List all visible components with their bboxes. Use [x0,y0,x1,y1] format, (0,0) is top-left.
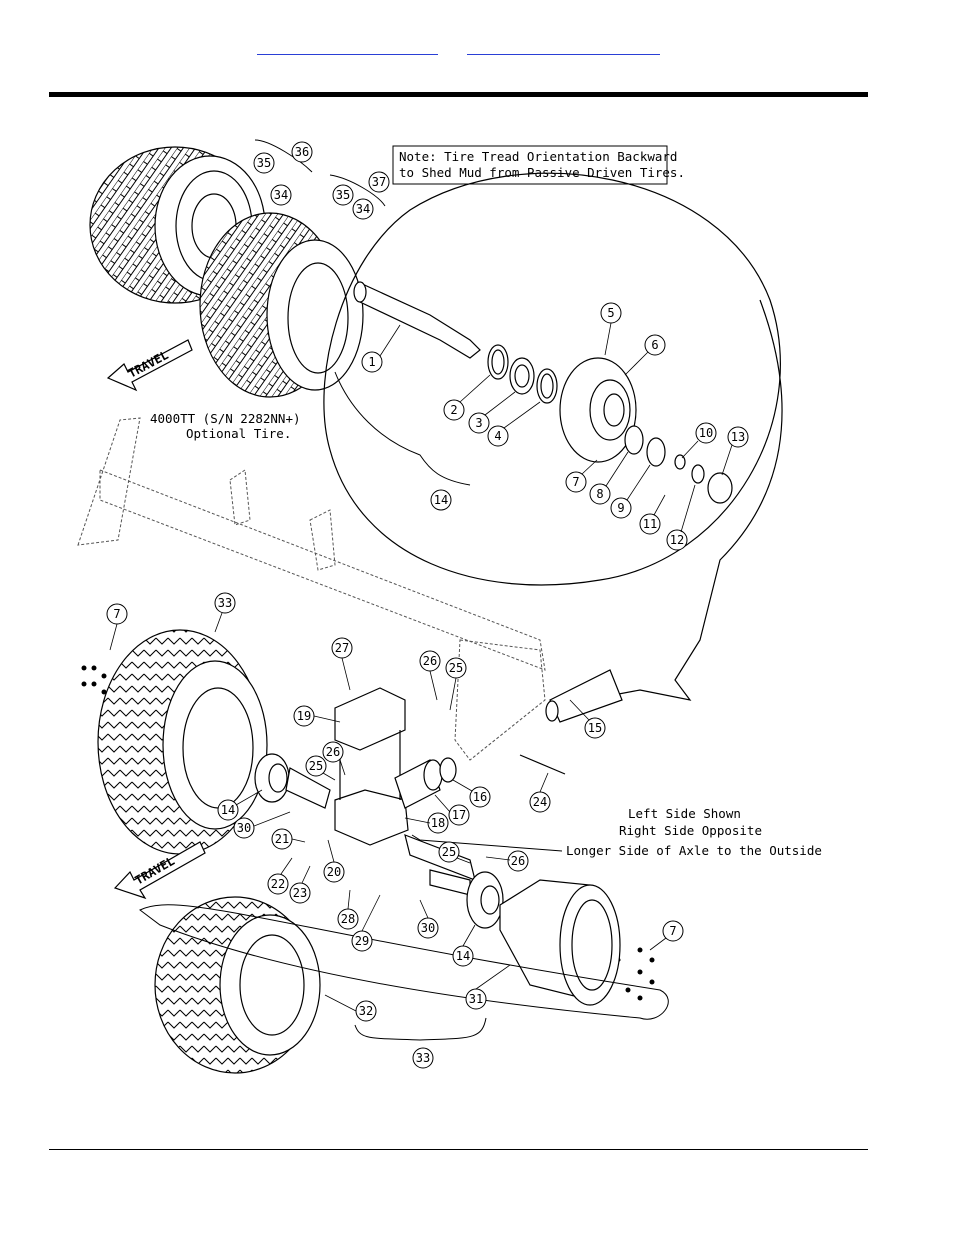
callout-5: 5 [607,306,614,320]
bearing-9 [646,437,666,467]
callout-36: 36 [295,145,309,159]
callout-34a: 34 [274,188,288,202]
clamp-19 [334,687,406,751]
optional-tire-line2: Optional Tire. [186,426,291,441]
callout-1: 1 [368,355,375,369]
callout-28: 28 [341,912,355,926]
note-line1: Note: Tire Tread Orientation Backward [399,149,677,164]
brace-37 [329,174,386,207]
callout-14b: 14 [221,803,235,817]
callout-7c: 7 [669,924,676,938]
note-box: Note: Tire Tread Orientation Backward to… [392,145,685,185]
callout-18: 18 [431,816,445,830]
brace-33-lower [354,1017,487,1041]
hub-6 [559,357,637,463]
callout-4: 4 [494,429,501,443]
side-note-line1: Left Side Shown [628,806,741,821]
callout-32: 32 [359,1004,373,1018]
callout-12: 12 [670,533,684,547]
callout-37: 37 [372,175,386,189]
callout-19: 19 [297,709,311,723]
side-note-line2: Right Side Opposite [619,823,762,838]
seal-2 [487,344,509,380]
footer-rule [49,1149,868,1150]
callout-35a: 35 [257,156,271,170]
callout-27: 27 [335,641,349,655]
callout-35b: 35 [336,188,350,202]
callout-3: 3 [475,416,482,430]
axle-frame [77,417,546,761]
hub-14-right [466,871,504,929]
travel-arrow-upper: TRAVEL [106,339,193,392]
callout-26b: 26 [326,745,340,759]
bearing-3 [509,357,535,395]
mount-18 [334,730,409,846]
callout-11: 11 [643,517,657,531]
callout-16: 16 [473,790,487,804]
side-note-leader [411,834,563,852]
callout-14a: 14 [434,493,448,507]
nav-link-left[interactable] [257,40,438,55]
brace-14-detail [334,371,471,486]
callout-7a: 7 [572,475,579,489]
callout-23: 23 [293,886,307,900]
callout-30b: 30 [421,921,435,935]
callout-29: 29 [355,934,369,948]
spindle [353,281,481,359]
washer-10 [674,454,686,470]
callout-25a: 25 [449,661,463,675]
bushing-17 [394,759,443,809]
axle-lower [404,834,476,896]
callout-31: 31 [469,992,483,1006]
callout-34b: 34 [356,202,370,216]
header-rule [49,92,868,97]
callout-26a: 26 [423,654,437,668]
callout-9: 9 [617,501,624,515]
optional-tire-line1: 4000TT (S/N 2282NN+) [150,411,301,426]
axle-15 [545,669,623,723]
note-line2: to Shed Mud from Passive Driven Tires. [399,165,685,180]
cup-8 [624,425,644,455]
cap-13 [707,472,733,504]
bolt-24 [519,754,566,775]
callout-25b: 25 [309,759,323,773]
callout-26c: 26 [511,854,525,868]
callout-13: 13 [731,430,745,444]
callout-25c: 25 [442,845,456,859]
brace-36 [254,139,313,173]
callout-7b: 7 [113,607,120,621]
callout-2: 2 [450,403,457,417]
callout-24: 24 [533,795,547,809]
callout-33a: 33 [218,596,232,610]
callout-8: 8 [596,487,603,501]
callout-17: 17 [452,808,466,822]
nut-12 [691,464,705,484]
callout-15: 15 [588,721,602,735]
callout-22: 22 [271,877,285,891]
callout-30a: 30 [237,821,251,835]
callout-21: 21 [275,832,289,846]
callout-10: 10 [699,426,713,440]
tire-32 [154,896,321,1074]
callout-14c: 14 [456,949,470,963]
callout-33b: 33 [416,1051,430,1065]
callout-20: 20 [327,865,341,879]
cup-4 [536,368,558,404]
washer-16 [439,757,457,783]
side-note-line3: Longer Side of Axle to the Outside [566,843,822,858]
optional-tire-front [199,212,364,398]
callout-6: 6 [651,338,658,352]
tire-33-upper [97,629,268,855]
wheel-31 [499,879,621,1006]
assembly-outline [139,904,669,1020]
hub-14-left [254,753,331,809]
detail-callout-circle [323,172,783,706]
nav-link-right[interactable] [467,40,660,55]
